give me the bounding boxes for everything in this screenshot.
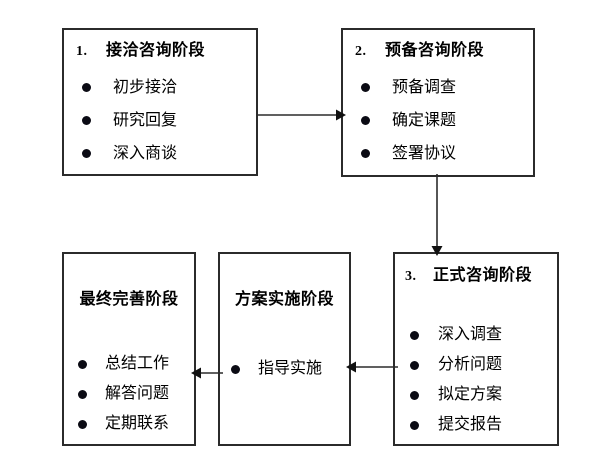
box-contact-item-list: 初步接洽 研究回复 深入商谈 (76, 71, 177, 170)
list-item-label: 解答问题 (105, 385, 170, 402)
list-item-label: 分析问题 (438, 356, 503, 373)
bullet-icon (410, 330, 419, 340)
bullet-icon (78, 419, 87, 429)
list-item: 研究回复 (76, 104, 177, 137)
list-item-label: 拟定方案 (438, 386, 503, 403)
box-final-title-text: 最终完善阶段 (79, 291, 179, 308)
arrow-formal-to-implement-icon (346, 361, 398, 373)
list-item-label: 定期联系 (105, 415, 170, 432)
bullet-icon (78, 389, 87, 399)
process-box-prepare[interactable]: 2. 预备咨询阶段 预备调查 确定课题 签署协议 (341, 28, 535, 177)
list-item: 分析问题 (405, 350, 502, 380)
bullet-icon (82, 149, 91, 158)
list-item: 定期联系 (73, 409, 169, 439)
box-final-item-list: 总结工作 解答问题 定期联系 (73, 349, 169, 439)
process-box-formal[interactable]: 3. 正式咨询阶段 深入调查 分析问题 拟定方案 提交报告 (393, 252, 559, 446)
box-implement-item-list: 指导实施 (229, 355, 322, 383)
list-item: 初步接洽 (76, 71, 177, 104)
box-formal-title: 3. 正式咨询阶段 (405, 267, 532, 285)
list-item-label: 总结工作 (105, 355, 170, 372)
box-final-title: 最终完善阶段 (64, 291, 194, 309)
list-item-label: 研究回复 (113, 111, 178, 129)
list-item-label: 确定课题 (392, 111, 457, 129)
arrow-contact-to-prepare-icon (256, 109, 346, 121)
bullet-icon (410, 360, 419, 370)
bullet-icon (361, 116, 370, 125)
arrow-implement-to-final-icon (191, 367, 223, 379)
process-box-contact[interactable]: 1. 接洽咨询阶段 初步接洽 研究回复 深入商谈 (62, 28, 258, 176)
box-contact-title: 1. 接洽咨询阶段 (76, 42, 205, 60)
box-prepare-title: 2. 预备咨询阶段 (355, 42, 484, 60)
process-box-final[interactable]: 最终完善阶段 总结工作 解答问题 定期联系 (62, 252, 196, 446)
list-item: 拟定方案 (405, 380, 502, 410)
box-prepare-number: 2. (355, 44, 367, 59)
list-item: 确定课题 (355, 104, 456, 137)
box-prepare-item-list: 预备调查 确定课题 签署协议 (355, 71, 456, 170)
bullet-icon (361, 83, 370, 92)
box-implement-title: 方案实施阶段 (220, 291, 349, 309)
bullet-icon (231, 364, 240, 374)
list-item-label: 预备调查 (392, 78, 457, 96)
list-item: 深入商谈 (76, 137, 177, 170)
list-item-label: 提交报告 (438, 416, 503, 433)
list-item-label: 初步接洽 (113, 78, 178, 96)
box-formal-title-text: 正式咨询阶段 (433, 267, 533, 284)
list-item: 总结工作 (73, 349, 169, 379)
box-formal-number: 3. (405, 269, 417, 284)
bullet-icon (78, 359, 87, 369)
list-item-label: 深入商谈 (113, 144, 178, 162)
list-item: 解答问题 (73, 379, 169, 409)
list-item-label: 深入调查 (438, 326, 503, 343)
arrow-prepare-to-formal-icon (431, 174, 443, 256)
box-formal-item-list: 深入调查 分析问题 拟定方案 提交报告 (405, 320, 502, 440)
bullet-icon (410, 420, 419, 430)
bullet-icon (82, 116, 91, 125)
box-contact-title-text: 接洽咨询阶段 (106, 42, 206, 59)
list-item: 深入调查 (405, 320, 502, 350)
bullet-icon (410, 390, 419, 400)
bullet-icon (361, 149, 370, 158)
list-item-label: 签署协议 (392, 144, 457, 162)
box-implement-title-text: 方案实施阶段 (234, 291, 334, 308)
list-item: 提交报告 (405, 410, 502, 440)
list-item-label: 指导实施 (258, 360, 323, 377)
list-item: 指导实施 (229, 355, 322, 383)
list-item: 签署协议 (355, 137, 456, 170)
box-contact-number: 1. (76, 44, 88, 59)
process-box-implement[interactable]: 方案实施阶段 指导实施 (218, 252, 351, 446)
box-prepare-title-text: 预备咨询阶段 (385, 42, 485, 59)
list-item: 预备调查 (355, 71, 456, 104)
bullet-icon (82, 83, 91, 92)
